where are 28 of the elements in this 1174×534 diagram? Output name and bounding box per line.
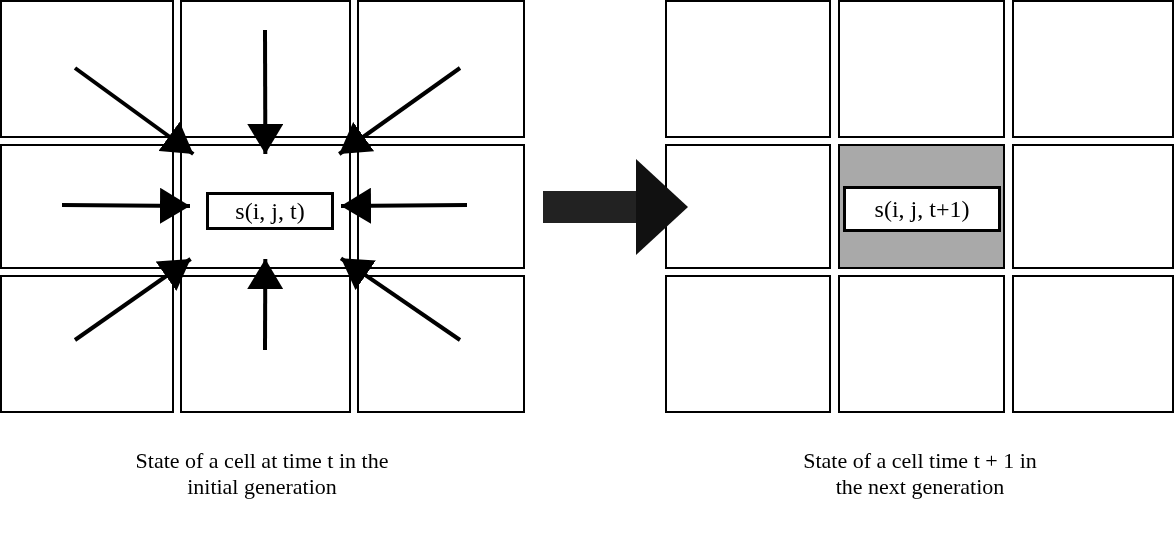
grid-cell bbox=[665, 144, 831, 269]
shaded-cell bbox=[838, 144, 1005, 269]
grid-cell bbox=[1012, 0, 1174, 138]
grid-cell bbox=[357, 275, 525, 413]
state-label: s(i, j, t) bbox=[206, 192, 334, 230]
grid-cell bbox=[1012, 275, 1174, 413]
grid-cell bbox=[180, 275, 351, 413]
block-arrow bbox=[543, 159, 688, 255]
grid-cell bbox=[357, 144, 525, 269]
grid-cell bbox=[180, 144, 351, 269]
grid-cell bbox=[665, 0, 831, 138]
grid-cell bbox=[665, 275, 831, 413]
grid-cell bbox=[0, 144, 174, 269]
grid-cell bbox=[357, 0, 525, 138]
arrow bbox=[62, 187, 190, 224]
grid-cell bbox=[1012, 144, 1174, 269]
caption: State of a cell time t + 1 in the next generation bbox=[802, 448, 1038, 500]
grid-cell bbox=[0, 0, 174, 138]
arrow bbox=[339, 256, 462, 342]
grid-cell bbox=[838, 0, 1005, 138]
grid-cell bbox=[180, 0, 351, 138]
arrow bbox=[247, 30, 284, 154]
state-label: s(i, j, t+1) bbox=[843, 186, 1001, 232]
grid-cell bbox=[838, 275, 1005, 413]
arrow bbox=[247, 259, 284, 350]
grid-cell bbox=[0, 275, 174, 413]
arrow bbox=[341, 187, 467, 224]
caption: State of a cell at time t in the initial generation bbox=[134, 448, 390, 500]
